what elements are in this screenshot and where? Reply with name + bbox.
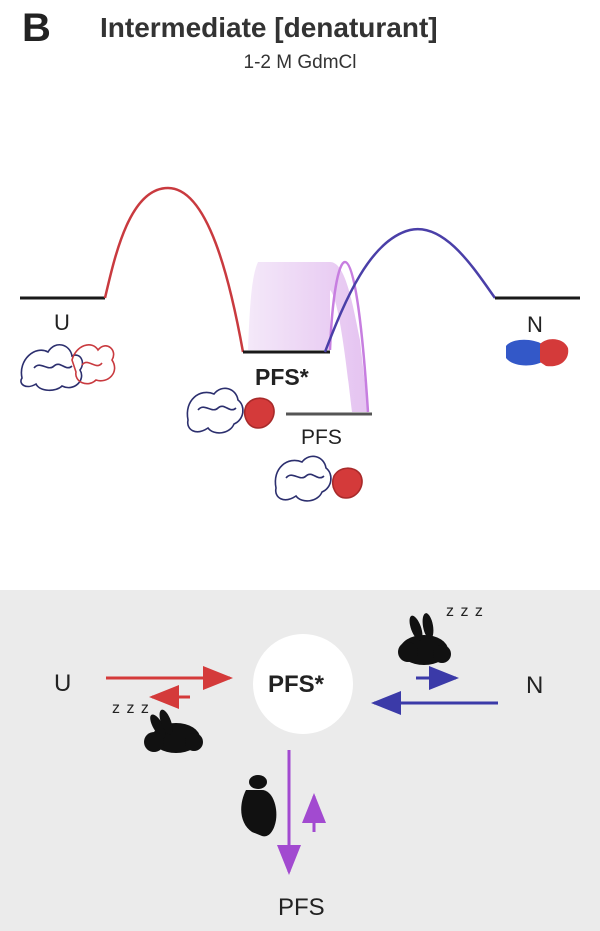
- scheme-label-u: U: [54, 670, 72, 697]
- fold-barrier: [323, 227, 497, 353]
- protein-u-image: [20, 344, 116, 392]
- scheme-label-pfs: PFS: [278, 894, 325, 921]
- state-label-pfs: PFS: [301, 426, 342, 449]
- turtle-icon: [241, 775, 277, 837]
- sleeping-rabbit-icon: [144, 709, 203, 753]
- sleep-text-right: z z z: [446, 603, 484, 620]
- scheme-label-n: N: [526, 672, 544, 699]
- protein-pfs-image: [274, 455, 363, 502]
- pfs-star-circle: [253, 634, 353, 734]
- panel-letter: B: [22, 6, 51, 50]
- pfs-band: [248, 262, 368, 412]
- state-label-n: N: [527, 312, 543, 337]
- sleeping-rabbit-icon-right: [398, 613, 451, 665]
- panel-subtitle-text: 1-2 M GdmCl: [243, 52, 357, 73]
- panel-subtitle: 1-2 M GdmCl: [0, 52, 600, 74]
- protein-n-image: [506, 339, 569, 367]
- unfold-barrier: [103, 186, 245, 353]
- state-label-u: U: [54, 310, 70, 335]
- sleep-text-left: z z z: [112, 700, 150, 717]
- state-label-pfs-star: PFS*: [255, 364, 309, 390]
- protein-pfs-star-image: [186, 387, 275, 434]
- pfs-band-edge: [328, 260, 370, 413]
- energy-landscape: [20, 186, 580, 416]
- scheme-label-pfs-star: PFS*: [268, 671, 325, 698]
- panel-title: Intermediate [denaturant]: [100, 12, 438, 43]
